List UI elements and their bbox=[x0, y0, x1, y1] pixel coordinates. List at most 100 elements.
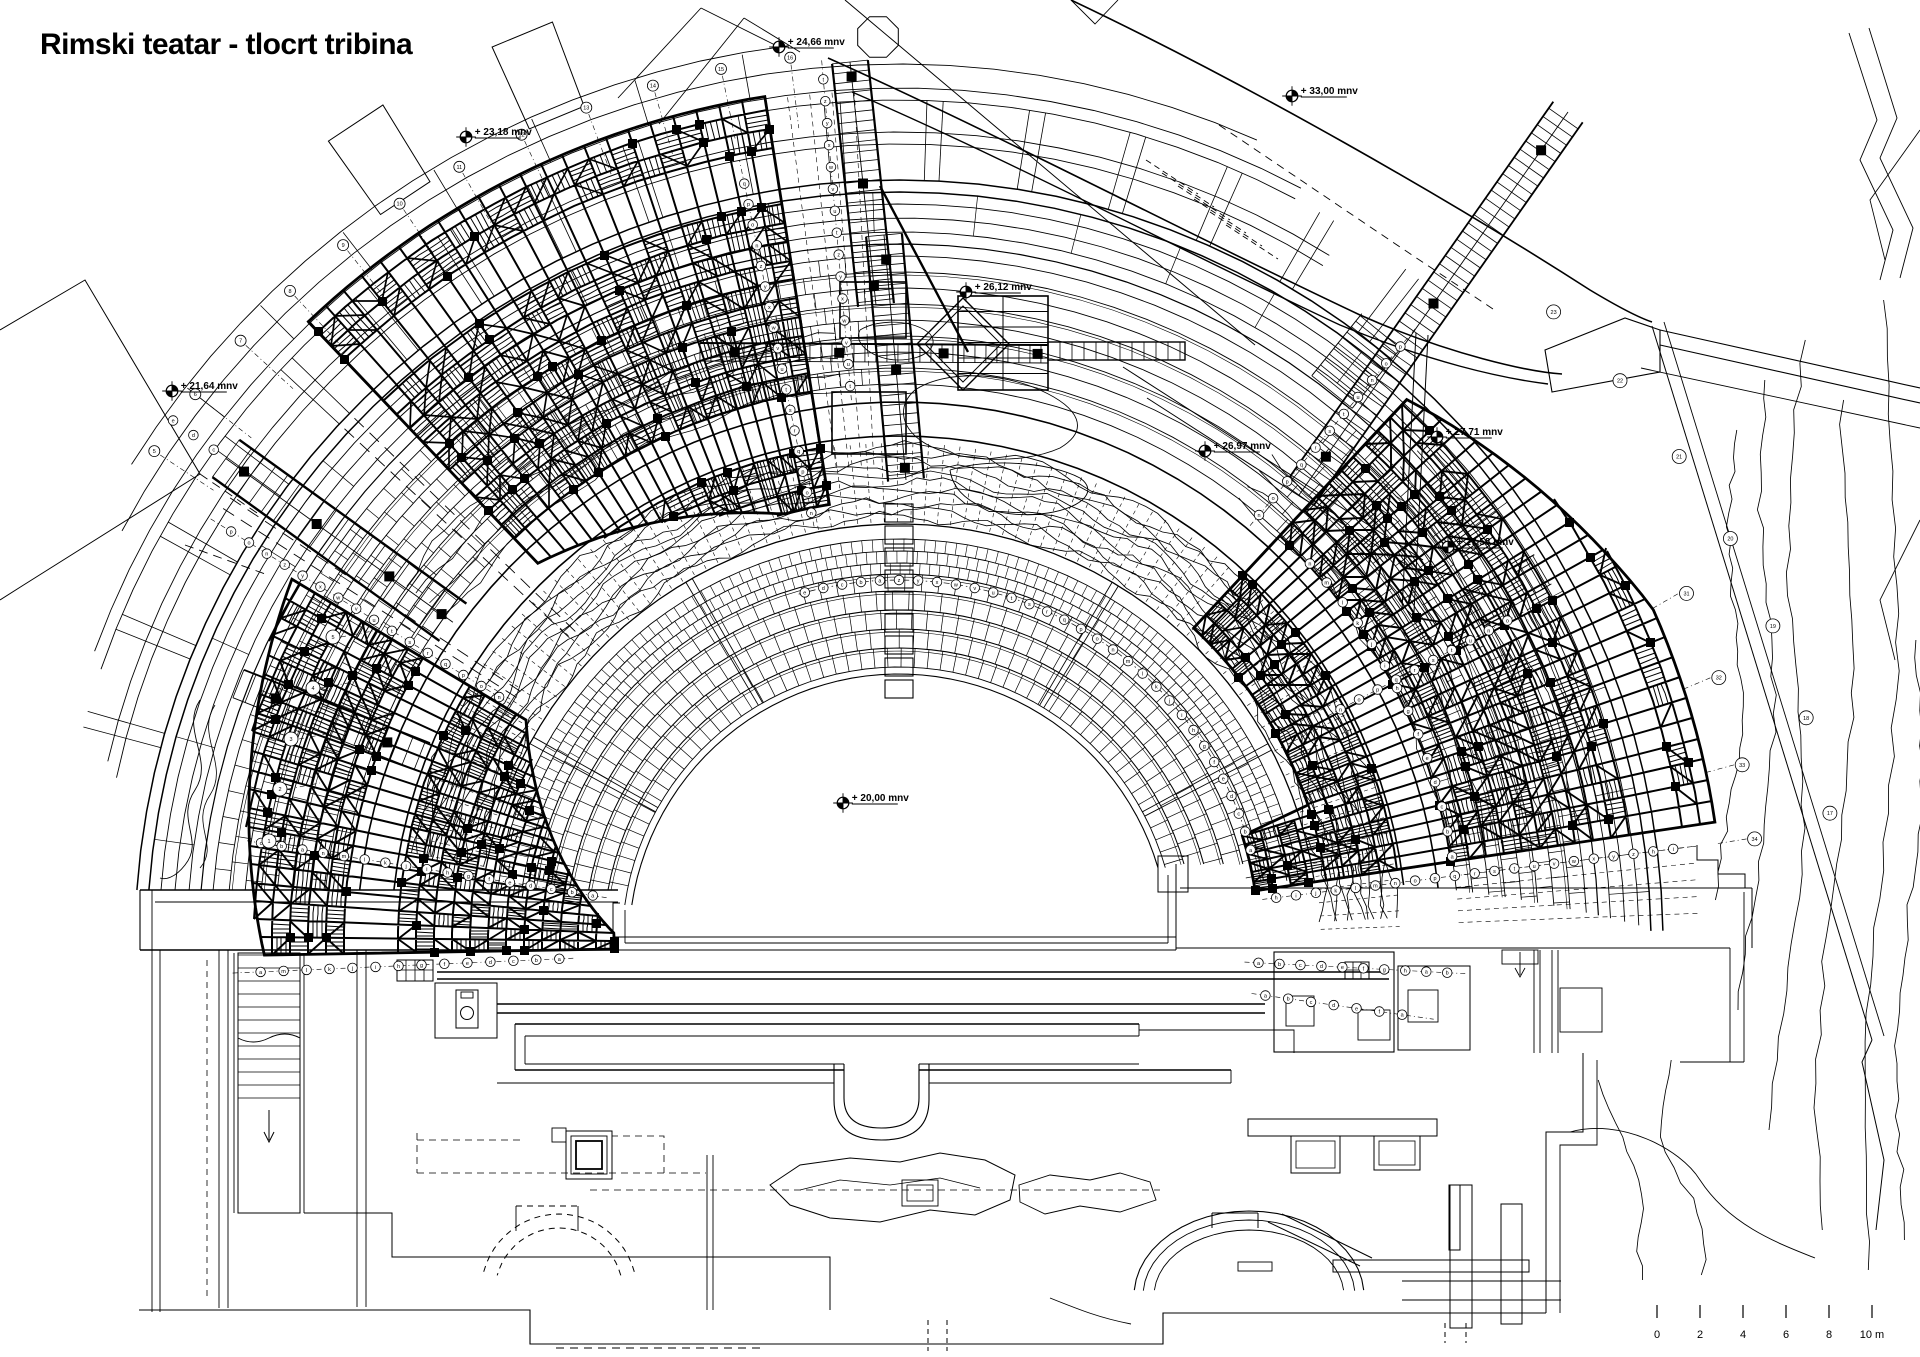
svg-text:m: m bbox=[1373, 884, 1378, 890]
svg-text:2: 2 bbox=[278, 787, 281, 793]
svg-text:o: o bbox=[1272, 496, 1275, 502]
svg-text:j: j bbox=[1314, 891, 1316, 897]
svg-text:31: 31 bbox=[1683, 591, 1689, 597]
svg-text:6: 6 bbox=[194, 392, 197, 398]
svg-text:p: p bbox=[230, 530, 233, 536]
svg-text:e: e bbox=[1341, 965, 1344, 971]
svg-text:o: o bbox=[1096, 637, 1099, 643]
svg-text:v: v bbox=[1553, 862, 1556, 868]
svg-text:k: k bbox=[1334, 888, 1337, 894]
svg-text:4: 4 bbox=[1740, 1329, 1746, 1341]
svg-text:y: y bbox=[1612, 854, 1615, 860]
svg-text:y: y bbox=[301, 574, 304, 580]
svg-text:h: h bbox=[1652, 849, 1655, 855]
svg-text:1: 1 bbox=[267, 839, 270, 845]
svg-text:b: b bbox=[535, 958, 538, 964]
svg-text:p: p bbox=[1376, 688, 1379, 694]
svg-text:c: c bbox=[212, 448, 215, 454]
svg-text:2: 2 bbox=[1697, 1329, 1703, 1341]
svg-text:b: b bbox=[1278, 962, 1281, 968]
svg-text:a: a bbox=[1257, 961, 1261, 967]
svg-text:o: o bbox=[1385, 361, 1388, 367]
svg-text:12: 12 bbox=[519, 133, 525, 139]
svg-text:r: r bbox=[1474, 871, 1476, 877]
svg-text:h: h bbox=[446, 871, 449, 877]
svg-text:p: p bbox=[1286, 479, 1289, 485]
svg-text:b: b bbox=[1244, 830, 1247, 836]
svg-text:d: d bbox=[1332, 1003, 1335, 1009]
svg-text:l: l bbox=[306, 968, 307, 974]
svg-text:n: n bbox=[1257, 513, 1260, 519]
svg-text:z: z bbox=[824, 99, 827, 105]
svg-text:32: 32 bbox=[1716, 676, 1722, 682]
svg-text:b: b bbox=[859, 580, 862, 586]
svg-text:+ 21,64 mnv: + 21,64 mnv bbox=[181, 381, 238, 392]
svg-text:5: 5 bbox=[331, 635, 334, 641]
svg-text:q: q bbox=[1063, 618, 1066, 624]
svg-text:j: j bbox=[404, 864, 406, 870]
svg-text:n: n bbox=[1308, 562, 1311, 568]
svg-text:u: u bbox=[833, 209, 836, 215]
svg-text:+ 26,12 mnv: + 26,12 mnv bbox=[975, 282, 1032, 293]
svg-text:17: 17 bbox=[1827, 811, 1833, 817]
svg-text:l: l bbox=[1355, 886, 1356, 892]
svg-text:o: o bbox=[1506, 619, 1509, 625]
svg-text:+ 23,18 mnv: + 23,18 mnv bbox=[475, 127, 532, 138]
svg-text:c: c bbox=[260, 841, 263, 847]
svg-text:j: j bbox=[1370, 642, 1372, 648]
svg-text:z: z bbox=[837, 253, 840, 259]
svg-text:m: m bbox=[1126, 659, 1131, 665]
svg-text:5: 5 bbox=[153, 449, 156, 455]
svg-text:c: c bbox=[550, 887, 553, 893]
svg-text:d: d bbox=[822, 586, 825, 592]
svg-text:q: q bbox=[1453, 874, 1456, 880]
svg-text:11: 11 bbox=[456, 165, 462, 171]
svg-text:+ 26,97 mnv: + 26,97 mnv bbox=[1214, 441, 1271, 452]
svg-text:e: e bbox=[1426, 756, 1429, 762]
svg-text:22: 22 bbox=[1617, 379, 1623, 385]
svg-text:b: b bbox=[571, 890, 574, 896]
svg-text:e: e bbox=[1355, 1006, 1358, 1012]
svg-text:a: a bbox=[1249, 848, 1253, 854]
svg-text:e: e bbox=[1222, 777, 1225, 783]
svg-text:q: q bbox=[1300, 463, 1303, 469]
svg-text:10 m: 10 m bbox=[1860, 1329, 1884, 1341]
svg-text:x: x bbox=[319, 585, 322, 591]
svg-text:o: o bbox=[247, 541, 250, 547]
svg-text:t: t bbox=[391, 629, 393, 635]
svg-text:t: t bbox=[1011, 596, 1013, 602]
svg-text:f: f bbox=[444, 962, 446, 968]
svg-text:o: o bbox=[1357, 697, 1360, 703]
svg-text:h: h bbox=[1192, 728, 1195, 734]
svg-text:x: x bbox=[828, 143, 831, 149]
svg-text:i: i bbox=[1384, 664, 1385, 670]
svg-text:k: k bbox=[384, 861, 387, 867]
svg-text:r: r bbox=[427, 651, 429, 657]
svg-text:h: h bbox=[1404, 969, 1407, 975]
svg-text:a: a bbox=[591, 894, 595, 900]
svg-text:o: o bbox=[751, 223, 754, 229]
svg-text:v: v bbox=[973, 586, 976, 592]
svg-text:u: u bbox=[372, 618, 375, 624]
svg-text:l: l bbox=[1342, 600, 1343, 606]
svg-text:p: p bbox=[1433, 876, 1436, 882]
svg-text:8: 8 bbox=[1826, 1329, 1832, 1341]
svg-text:u: u bbox=[992, 590, 995, 596]
svg-text:g: g bbox=[1383, 967, 1386, 973]
svg-text:n: n bbox=[810, 511, 813, 517]
svg-text:a: a bbox=[558, 957, 562, 963]
svg-text:p: p bbox=[801, 470, 804, 476]
svg-text:r: r bbox=[1414, 668, 1416, 674]
svg-text:z: z bbox=[283, 563, 286, 569]
svg-text:b: b bbox=[1446, 829, 1449, 835]
svg-text:i: i bbox=[1181, 713, 1182, 719]
svg-text:n: n bbox=[1371, 378, 1374, 384]
svg-text:q: q bbox=[797, 449, 800, 455]
svg-text:h: h bbox=[397, 964, 400, 970]
svg-text:+ 24,66 mnv: + 24,66 mnv bbox=[788, 37, 845, 48]
svg-text:r: r bbox=[1315, 446, 1317, 452]
svg-text:y: y bbox=[839, 275, 842, 281]
svg-text:b: b bbox=[1446, 971, 1449, 977]
svg-text:f: f bbox=[1379, 1010, 1381, 1016]
svg-text:n: n bbox=[1111, 648, 1114, 654]
